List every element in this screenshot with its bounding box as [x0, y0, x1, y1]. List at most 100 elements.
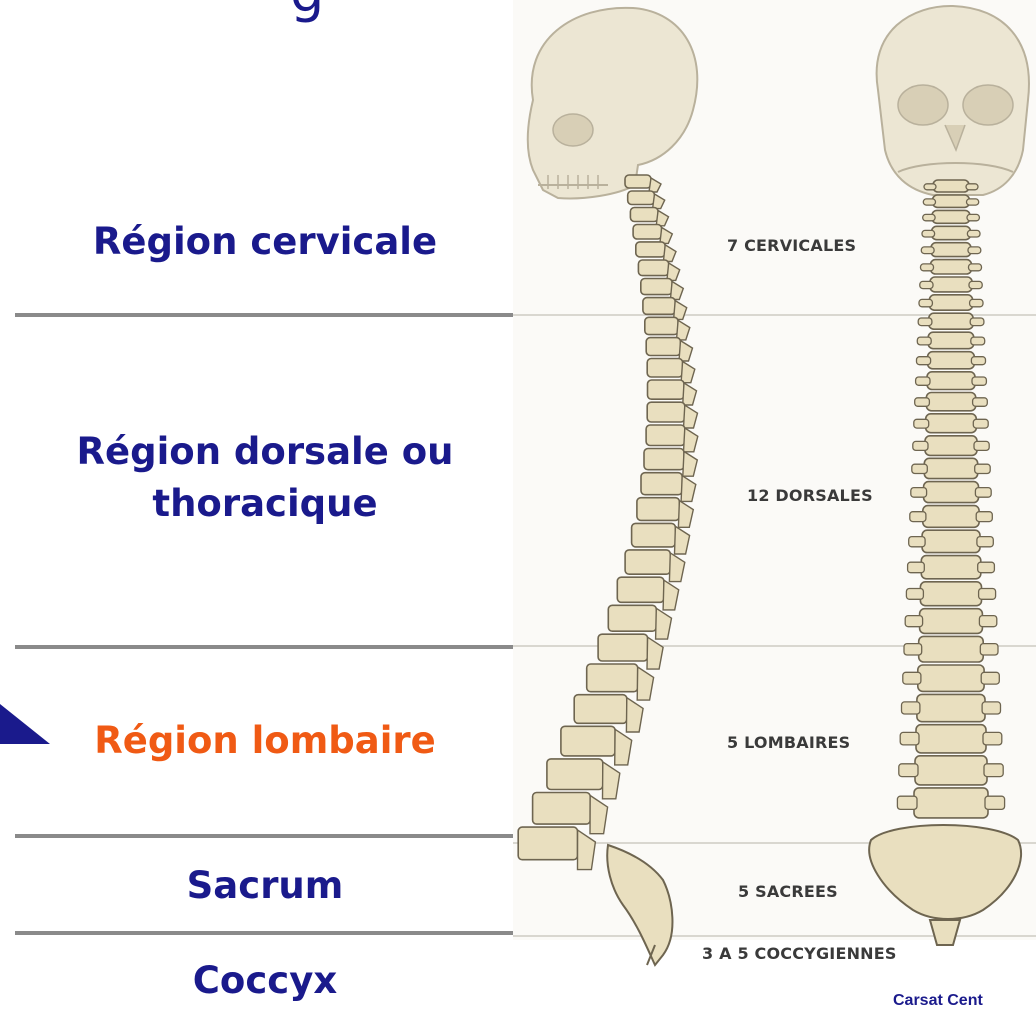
front-vertebra-process — [914, 419, 929, 428]
side-vertebra-process — [684, 405, 698, 428]
front-vertebra-process — [910, 512, 926, 522]
front-vertebra — [926, 414, 977, 433]
side-vertebra-process — [678, 501, 693, 528]
side-vertebra-process — [615, 729, 632, 765]
side-vertebra — [636, 242, 665, 257]
side-vertebra — [646, 425, 685, 446]
side-vertebra-process — [683, 383, 697, 405]
front-vertebra — [931, 260, 972, 274]
front-vertebra-process — [966, 184, 978, 190]
side-vertebra — [625, 550, 670, 574]
front-vertebra-process — [985, 796, 1005, 809]
front-vertebra — [919, 636, 984, 662]
front-vertebra-process — [980, 644, 998, 655]
side-vertebra-process — [647, 637, 663, 669]
side-vertebra-process — [679, 341, 693, 361]
front-vertebra-process — [903, 672, 921, 684]
side-vertebra-process — [681, 362, 695, 383]
side-vertebra-process — [578, 830, 596, 870]
side-vertebra-process — [660, 228, 672, 244]
side-vertebra-process — [656, 608, 672, 639]
front-vertebra — [925, 436, 977, 456]
front-vertebra — [926, 393, 975, 411]
side-vertebra — [518, 827, 577, 860]
front-vertebra-process — [973, 419, 988, 428]
front-vertebra-process — [978, 562, 995, 573]
front-vertebra — [929, 313, 973, 329]
side-vertebra — [645, 317, 678, 334]
side-vertebra — [625, 175, 651, 188]
side-vertebra — [617, 577, 664, 602]
front-vertebra-process — [902, 702, 920, 714]
front-vertebra — [914, 788, 988, 818]
front-vertebra-process — [967, 199, 979, 205]
side-vertebra — [608, 605, 656, 631]
side-vertebra — [632, 523, 676, 547]
side-vertebra — [637, 498, 680, 521]
front-vertebra — [916, 725, 986, 753]
side-vertebra-process — [649, 178, 661, 192]
front-vertebra-process — [970, 318, 984, 326]
front-vertebra-process — [975, 488, 991, 498]
title-fragment: g — [290, 0, 324, 20]
side-spine-column — [518, 175, 698, 870]
front-vertebra-process — [912, 464, 928, 473]
front-vertebra-process — [918, 318, 932, 326]
front-vertebra-process — [979, 589, 996, 600]
side-vertebra — [638, 260, 668, 276]
front-vertebra — [933, 195, 970, 207]
front-vertebra-process — [979, 616, 996, 627]
coccygeal-count-label: 3 A 5 COCCYGIENNES — [702, 944, 897, 963]
front-vertebra — [933, 180, 969, 192]
front-vertebra — [918, 665, 984, 691]
front-vertebra — [924, 458, 977, 478]
front-vertebra-process — [974, 441, 989, 450]
side-vertebra-process — [684, 428, 698, 452]
side-vertebra-process — [683, 452, 698, 477]
side-vertebra-process — [677, 320, 690, 340]
front-vertebra — [928, 332, 974, 349]
front-vertebra-process — [921, 264, 934, 271]
side-vertebra-process — [674, 301, 687, 320]
front-vertebra-process — [900, 732, 919, 745]
credit-text: Carsat Cent — [893, 992, 983, 1010]
front-vertebra-process — [920, 281, 933, 288]
sacrum-side-bone — [607, 845, 672, 965]
front-vertebra-process — [904, 644, 922, 655]
lumbar-count-label: 5 LOMBAIRES — [727, 733, 850, 752]
front-vertebra-process — [967, 230, 980, 237]
front-vertebra-process — [913, 441, 928, 450]
skull-side-icon — [528, 8, 698, 199]
side-vertebra-process — [663, 245, 676, 262]
front-vertebra-process — [983, 732, 1002, 745]
side-vertebra-process — [681, 476, 696, 502]
separator-cervical-dorsal — [15, 313, 529, 317]
front-vertebra-process — [970, 299, 983, 306]
front-vertebra-process — [971, 357, 985, 365]
front-vertebra — [923, 506, 979, 528]
front-vertebra-process — [923, 199, 935, 205]
region-sacrum-label: Sacrum — [0, 860, 530, 912]
front-vertebra-process — [971, 337, 985, 345]
side-vertebra — [628, 191, 655, 205]
front-vertebra-process — [969, 264, 982, 271]
front-vertebra — [917, 694, 985, 721]
side-vertebra — [643, 298, 675, 315]
front-vertebra-process — [922, 230, 935, 237]
side-vertebra — [561, 726, 615, 756]
front-vertebra-process — [917, 337, 931, 345]
side-vertebra-process — [603, 762, 620, 799]
side-vertebra — [646, 338, 680, 356]
region-lumbar-label: Région lombaire — [0, 715, 530, 767]
front-vertebra — [931, 243, 971, 257]
front-vertebra-process — [984, 764, 1003, 777]
separator-lumbar-sacrum — [15, 834, 529, 838]
side-vertebra — [587, 664, 638, 692]
side-vertebra — [598, 634, 648, 661]
front-vertebra — [930, 277, 972, 292]
front-vertebra — [921, 556, 981, 579]
front-vertebra-process — [919, 299, 932, 306]
separator-dorsal-lumbar — [15, 645, 529, 649]
front-vertebra-process — [911, 488, 927, 498]
front-vertebra-process — [921, 247, 934, 254]
